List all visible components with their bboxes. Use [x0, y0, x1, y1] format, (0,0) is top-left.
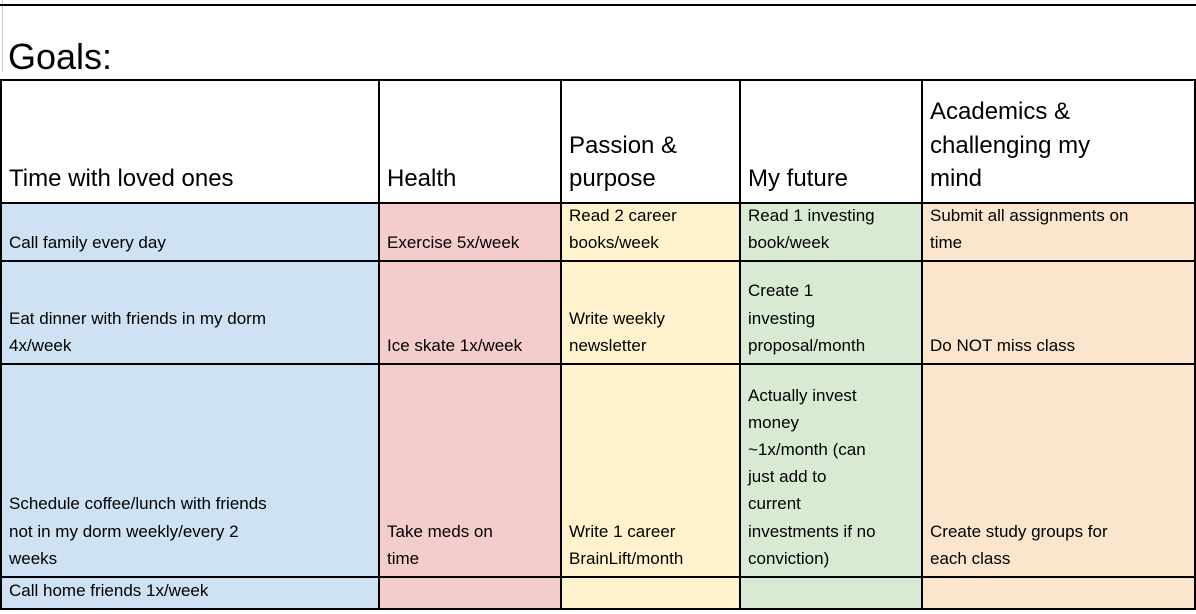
cell-health-row3[interactable]: Take meds on time	[380, 365, 562, 578]
column-header-label: Time with loved ones	[9, 165, 234, 193]
cell-academics-row3[interactable]: Create study groups for each class	[923, 365, 1196, 578]
cell-text: Take meds on time	[387, 521, 493, 568]
cell-text: Write weekly newsletter	[569, 308, 666, 355]
cell-future-row1[interactable]: Read 1 investing book/week	[741, 204, 923, 262]
goals-title-cell[interactable]: Goals:	[0, 4, 1196, 81]
cell-text	[923, 604, 934, 608]
cell-passion-row4[interactable]	[562, 578, 741, 610]
column-header-label: My future	[748, 165, 849, 193]
column-header-label: Passion & purpose	[569, 131, 678, 193]
cell-text: Create study groups for each class	[930, 521, 1108, 568]
cell-health-row1[interactable]: Exercise 5x/week	[380, 204, 562, 262]
cell-text: Do NOT miss class	[930, 335, 1076, 355]
cell-academics-row2[interactable]: Do NOT miss class	[923, 262, 1196, 365]
cell-text	[562, 604, 573, 608]
column-header-label: Health	[387, 165, 457, 193]
header-cell-academics[interactable]: Academics & challenging my mind	[923, 81, 1196, 204]
cell-text: Read 1 investing book/week	[748, 205, 875, 252]
cell-text: Eat dinner with friends in my dorm 4x/we…	[9, 308, 266, 355]
cell-passion-row2[interactable]: Write weekly newsletter	[562, 262, 741, 365]
cell-text: Write 1 career BrainLift/month	[569, 521, 684, 568]
header-cell-passion-purpose[interactable]: Passion & purpose	[562, 81, 741, 204]
header-cell-my-future[interactable]: My future	[741, 81, 923, 204]
sheet-gridline	[2, 0, 3, 72]
cell-loved-ones-row1[interactable]: Call family every day	[2, 204, 380, 262]
cell-text: Exercise 5x/week	[387, 232, 520, 252]
header-cell-health[interactable]: Health	[380, 81, 562, 204]
cell-loved-ones-row2[interactable]: Eat dinner with friends in my dorm 4x/we…	[2, 262, 380, 365]
page-title: Goals:	[8, 35, 113, 77]
cell-text: Actually invest money ~1x/month (can jus…	[748, 385, 876, 568]
cell-text: Call home friends 1x/week	[9, 580, 209, 600]
cell-academics-row1[interactable]: Submit all assignments on time	[923, 204, 1196, 262]
cell-passion-row1[interactable]: Read 2 career books/week	[562, 204, 741, 262]
header-cell-time-with-loved-ones[interactable]: Time with loved ones	[2, 81, 380, 204]
cell-text: Call family every day	[9, 232, 166, 252]
cell-text: Submit all assignments on time	[930, 205, 1129, 252]
cell-future-row4[interactable]	[741, 578, 923, 610]
cell-health-row2[interactable]: Ice skate 1x/week	[380, 262, 562, 365]
cell-text: Create 1 investing proposal/month	[748, 281, 866, 355]
cell-academics-row4[interactable]	[923, 578, 1196, 610]
column-header-label: Academics & challenging my mind	[930, 98, 1091, 193]
cell-loved-ones-row4[interactable]: Call home friends 1x/week	[2, 578, 380, 610]
cell-text: Ice skate 1x/week	[387, 335, 523, 355]
cell-loved-ones-row3[interactable]: Schedule coffee/lunch with friends not i…	[2, 365, 380, 578]
goals-table: Time with loved ones Health Passion & pu…	[0, 81, 1196, 610]
cell-text: Schedule coffee/lunch with friends not i…	[9, 494, 267, 568]
cell-text	[380, 604, 391, 608]
cell-text	[741, 604, 752, 608]
cell-future-row3[interactable]: Actually invest money ~1x/month (can jus…	[741, 365, 923, 578]
cell-passion-row3[interactable]: Write 1 career BrainLift/month	[562, 365, 741, 578]
cell-future-row2[interactable]: Create 1 investing proposal/month	[741, 262, 923, 365]
cell-text: Read 2 career books/week	[569, 205, 677, 252]
cell-health-row4[interactable]	[380, 578, 562, 610]
